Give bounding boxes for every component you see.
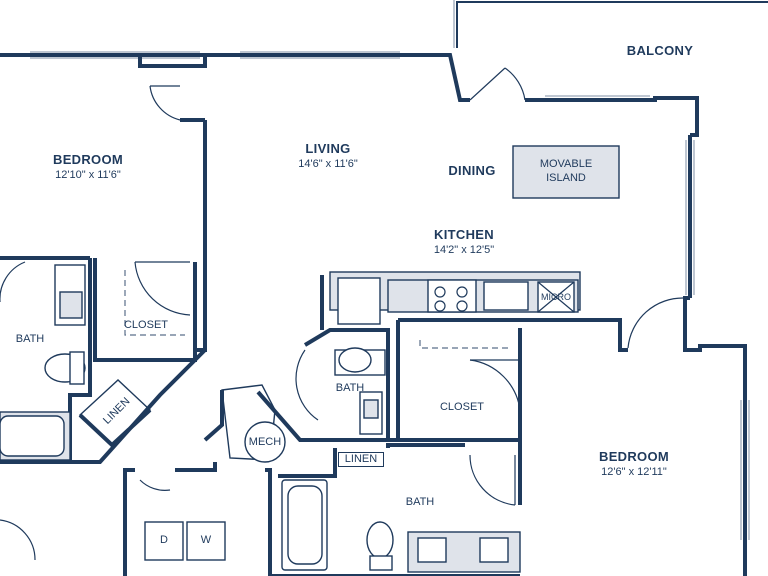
kitchen-dims: 14'2" x 12'5" <box>433 244 495 256</box>
linen2-label: LINEN <box>338 452 384 467</box>
bath3-fixtures <box>270 448 521 576</box>
kitchen-label: KITCHEN <box>434 227 494 242</box>
linen1-cabinet <box>70 348 207 464</box>
mech-bath2-walls <box>203 328 398 463</box>
closet1-label: CLOSET <box>123 319 168 331</box>
bath2-label: BATH <box>335 382 365 394</box>
top-exterior-wall <box>0 51 699 137</box>
bedroom1-dims: 12'10" x 11'6" <box>55 169 121 181</box>
bath1-label: BATH <box>15 333 45 345</box>
bedroom2-walls <box>386 297 685 506</box>
balcony-door <box>469 67 526 101</box>
bedroom2-dims: 12'6" x 12'11" <box>601 466 667 478</box>
living-dims: 14'6" x 11'6" <box>298 158 358 170</box>
balcony-label: BALCONY <box>626 43 694 58</box>
balcony-outline <box>453 0 768 48</box>
living-label: LIVING <box>305 141 351 156</box>
lower-left-walls <box>0 462 272 576</box>
right-exterior-wall <box>683 135 750 576</box>
kitchen-counter <box>320 271 581 330</box>
movable-island <box>512 145 620 199</box>
bedroom1-label: BEDROOM <box>53 152 123 167</box>
dryer-label: D <box>160 534 168 546</box>
bath1-fixtures <box>0 258 92 464</box>
closet2-label: CLOSET <box>439 401 484 413</box>
microwave-label: MICRO <box>541 292 571 302</box>
island-label-line2: ISLAND <box>546 172 586 184</box>
dining-label: DINING <box>448 163 496 178</box>
mech-label: MECH <box>248 436 282 448</box>
washer-label: W <box>200 534 212 546</box>
bath3-label: BATH <box>405 496 435 508</box>
island-label-line1: MOVABLE <box>539 158 593 170</box>
bedroom2-label: BEDROOM <box>599 449 669 464</box>
